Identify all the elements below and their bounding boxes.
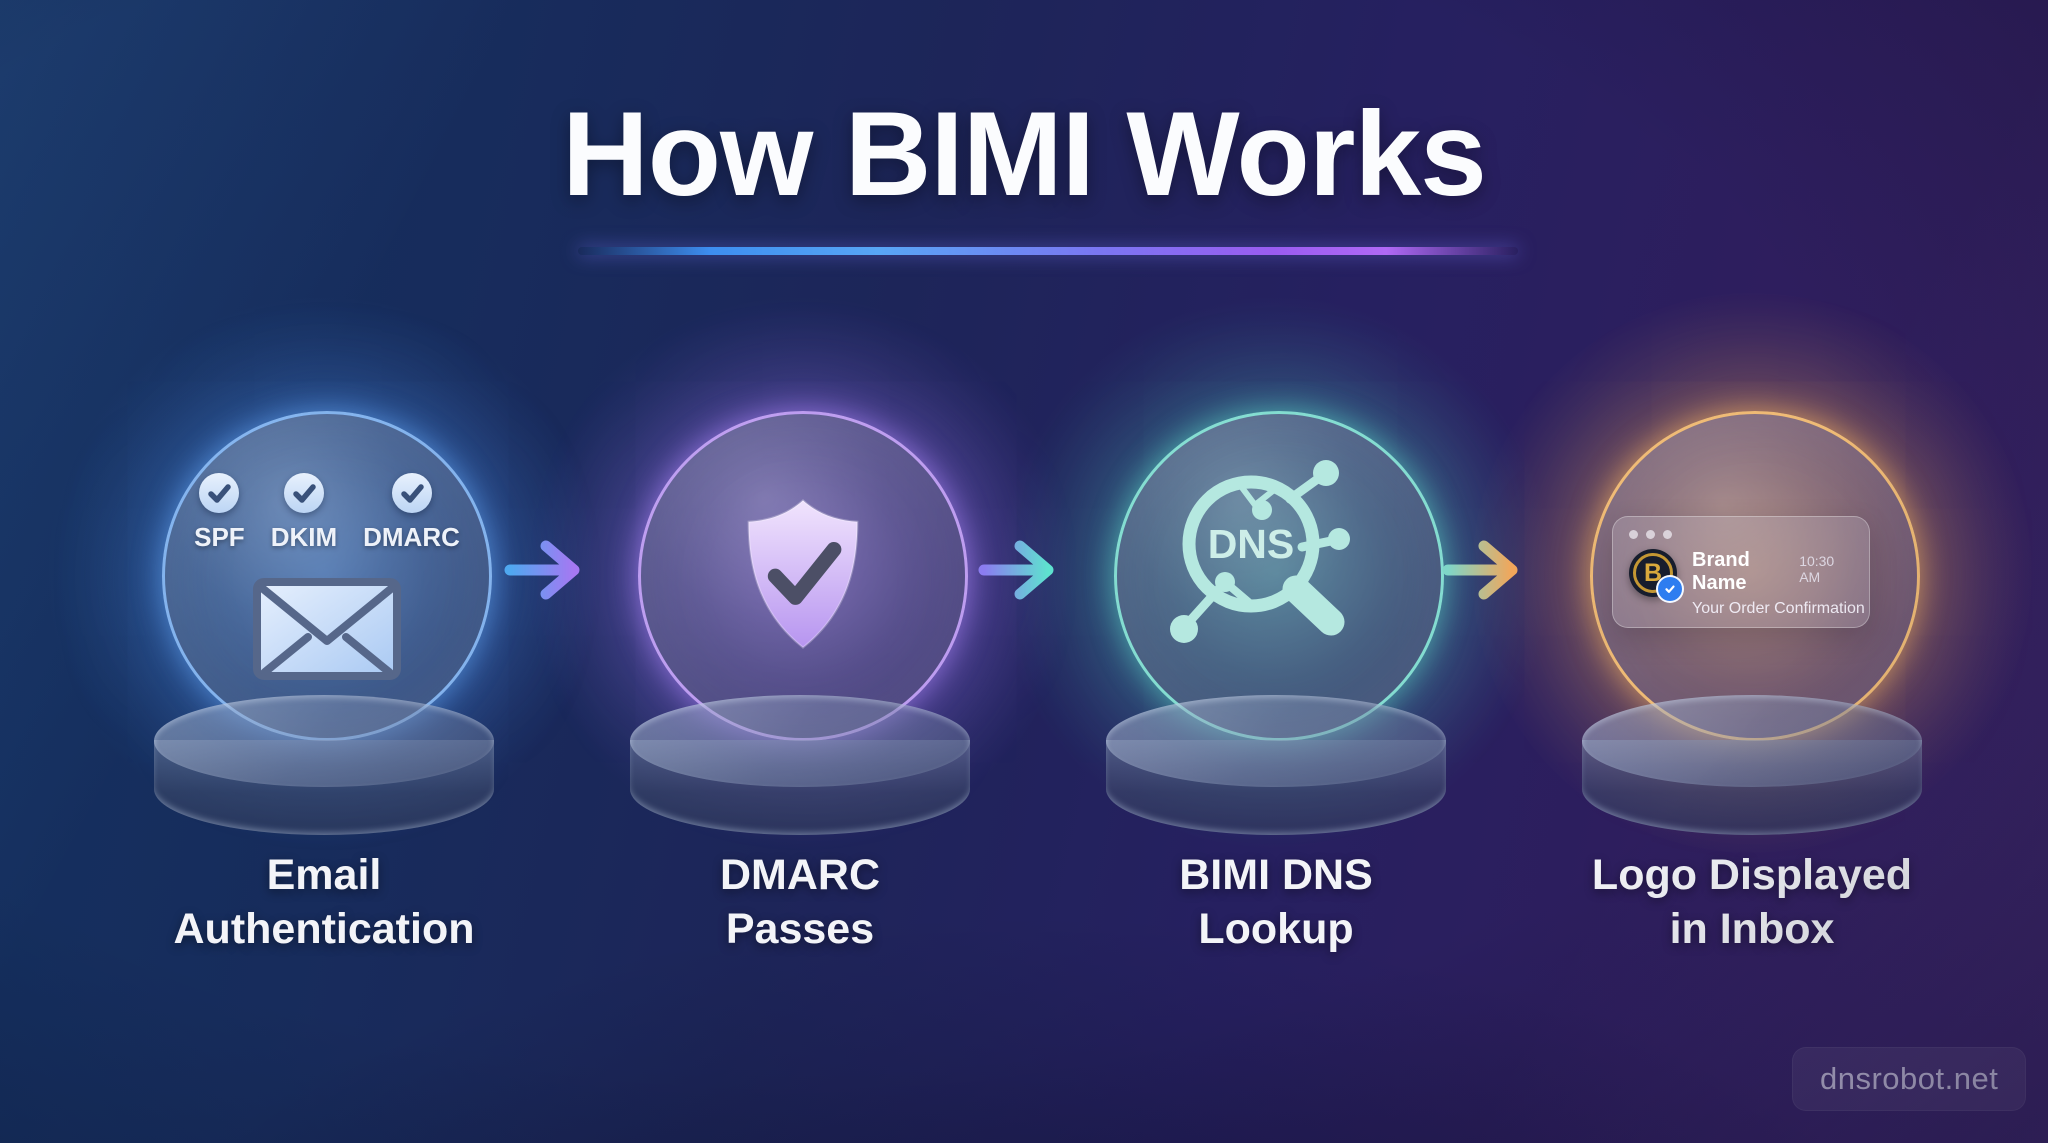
- brand-name: Brand Name: [1692, 549, 1750, 594]
- dns-magnifier-icon: DNS: [1151, 448, 1381, 683]
- pedestal: [1106, 695, 1446, 835]
- step-label: BIMI DNS Lookup: [1179, 851, 1373, 953]
- timestamp: 10:30 AM: [1799, 553, 1835, 585]
- check-badge-icon: [199, 472, 240, 513]
- window-dots-icon: [1629, 530, 1853, 539]
- pedestal: [1582, 695, 1922, 835]
- glass-sphere: B Brand Name 10:30 AM Your Order Confirm…: [1590, 411, 1920, 741]
- badge-dkim: DKIM: [270, 472, 338, 553]
- pedestal: [154, 695, 494, 835]
- watermark: dnsrobot.net: [1792, 1047, 2027, 1111]
- arrow-icon-2: [976, 530, 1080, 615]
- shield-check-icon: [728, 494, 878, 659]
- page-title: How BIMI Works: [562, 87, 1487, 221]
- step-label: DMARC Passes: [719, 851, 881, 953]
- glass-sphere: SPF DKIM DMARC: [162, 411, 492, 741]
- step-label: Email Authentication: [173, 851, 475, 953]
- title-underline: [578, 247, 1518, 255]
- svg-text:DNS: DNS: [1208, 521, 1295, 567]
- badge-label: DKIM: [270, 521, 338, 552]
- glass-sphere: [638, 411, 968, 741]
- arrow-icon-1: [502, 530, 606, 615]
- badge-dmarc: DMARC: [363, 472, 460, 553]
- check-badge-icon: [391, 472, 432, 513]
- notification-card: B Brand Name 10:30 AM Your Order Confirm…: [1612, 516, 1870, 628]
- arrow-icon-3: [1440, 530, 1544, 615]
- step-label: Logo Displayed in Inbox: [1591, 851, 1913, 953]
- subject-line: Your Order Confirmation: [1692, 600, 1865, 617]
- badge-spf: SPF: [194, 472, 245, 553]
- badge-label: SPF: [194, 521, 245, 552]
- pedestal: [630, 695, 970, 835]
- envelope-icon: [252, 577, 402, 686]
- check-badge-icon: [283, 472, 324, 513]
- verified-badge-icon: [1656, 575, 1684, 603]
- glass-sphere: DNS: [1114, 411, 1444, 741]
- brand-logo: B: [1629, 549, 1684, 603]
- badge-label: DMARC: [363, 521, 460, 552]
- brand-logo-letter: B: [1643, 558, 1663, 587]
- auth-badges-row: SPF DKIM DMARC: [194, 472, 460, 553]
- network-nodes: [1170, 459, 1350, 643]
